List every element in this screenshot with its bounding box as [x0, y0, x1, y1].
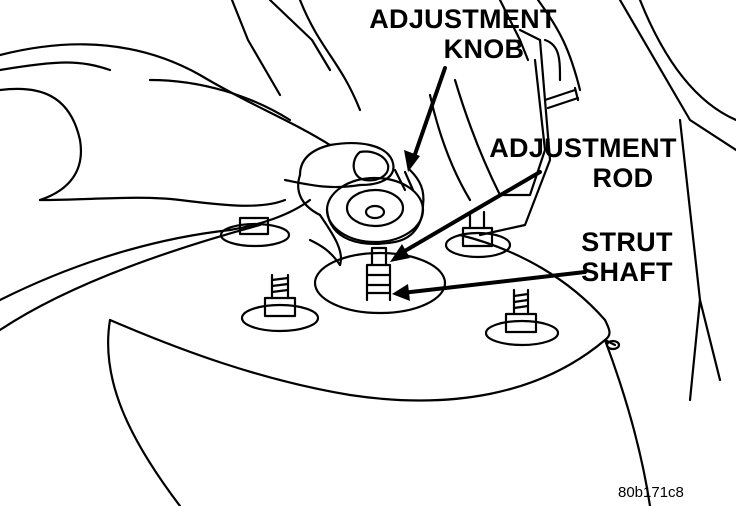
shaft-arrow-head: [392, 284, 410, 301]
strut-tower-body: [0, 223, 652, 506]
mount-stud-front-left: [240, 273, 320, 333]
strut-tower-bracket: [428, 28, 580, 237]
knob-arrow-head: [404, 150, 420, 172]
hand: [0, 43, 395, 302]
mount-stud-rear-right: [444, 210, 512, 259]
shaft-arrow-line: [400, 270, 587, 295]
rod-arrow-line: [396, 170, 542, 257]
mount-stud-front-right: [484, 288, 560, 347]
strut-shaft-label: STRUT SHAFT: [581, 227, 673, 287]
leader-arrows: [396, 66, 587, 295]
rod-arrow-head: [390, 244, 410, 262]
center-opening: [313, 251, 447, 315]
adjustment-knob-label: ADJUSTMENT KNOB: [369, 4, 557, 64]
adjustment-rod-label: ADJUSTMENT ROD: [489, 133, 677, 193]
adjustment-knob: [325, 168, 425, 245]
arrow-heads: [390, 150, 420, 301]
knob-arrow-line: [411, 66, 447, 162]
fender-panel: [230, 0, 736, 402]
figure-id: 80b171c8: [618, 484, 684, 501]
strut-shaft-assembly: [365, 246, 392, 302]
